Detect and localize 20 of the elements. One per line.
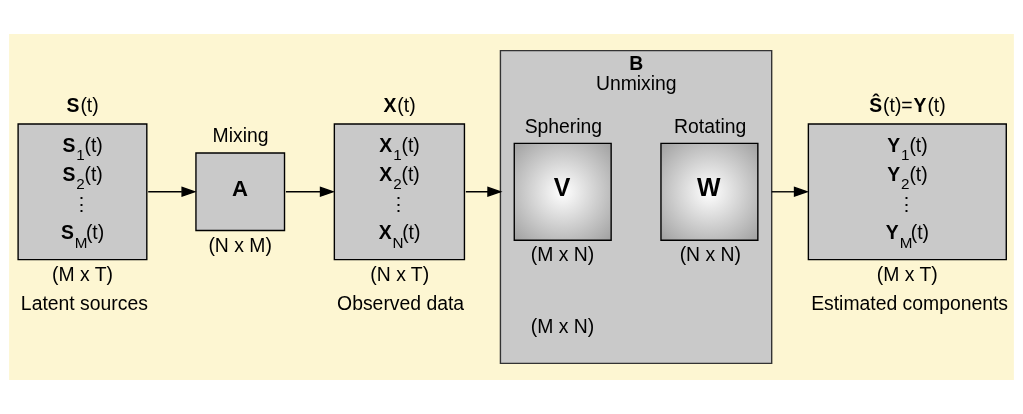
- node-label: Ŝ(t)=Y(t): [869, 93, 946, 116]
- node-label: Observed data: [337, 291, 465, 314]
- arrow: [285, 186, 336, 198]
- node-label: Estimated components: [811, 291, 1009, 314]
- node-label: S(t): [66, 93, 99, 116]
- node-label: (M x T): [876, 262, 938, 285]
- node-label: X(t): [383, 93, 416, 116]
- node-label: (N x T): [370, 262, 430, 285]
- node-label: Mixing: [212, 124, 269, 147]
- node-label: (M x T): [52, 262, 113, 285]
- node-label: Latent sources: [20, 291, 148, 314]
- node-label: Rotating: [674, 114, 747, 137]
- node-label: (M x N): [530, 243, 595, 266]
- node-label: (M x N): [530, 314, 595, 337]
- node-label: (N x N): [679, 243, 741, 266]
- arrow: [771, 186, 810, 198]
- node-label: (N x M): [208, 233, 272, 256]
- arrow: [465, 186, 503, 198]
- node-label: Sphering: [524, 114, 603, 137]
- arrow: [147, 186, 197, 198]
